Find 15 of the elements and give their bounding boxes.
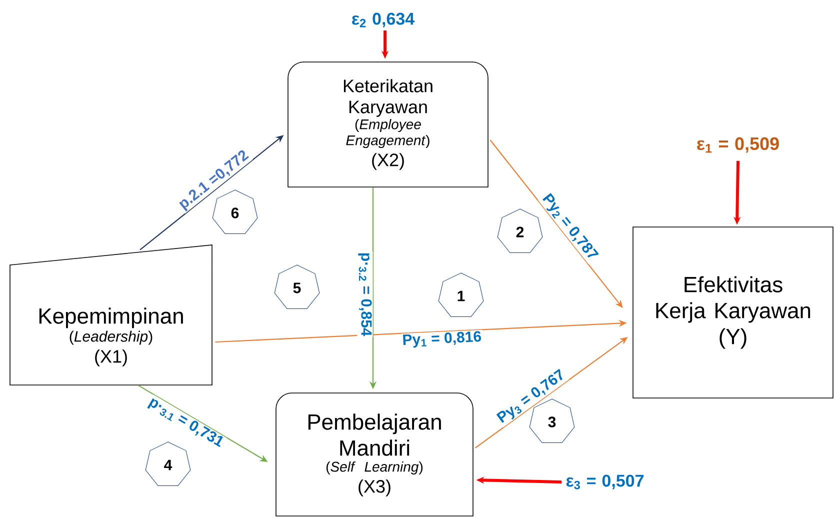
variable-box: Keterikatan Karyawan (Employee Engagement) (X2) — [288, 62, 488, 188]
error-label: ε$_{2}$ 0,634 — [352, 12, 414, 28]
edge-label: Py$_{1}$ = 0,816 — [400, 330, 483, 350]
variable-box: Pembelajaran Mandiri (Self Learning) (X3) — [276, 392, 474, 516]
path-number: 6 — [212, 190, 258, 234]
path-number: 1 — [438, 272, 484, 317]
edge-label: p·$_{3.2}$ = 0,854 — [357, 251, 373, 338]
error-label: ε$_{1}$ = 0,509 — [697, 137, 779, 153]
path-number: 3 — [529, 398, 575, 443]
path-number: 4 — [145, 442, 191, 486]
variable-box: Kepemimpinan (Leadership) (X1) — [10, 244, 212, 386]
path-number: 2 — [497, 208, 543, 254]
error-label: ε$_{3}$ = 0,507 — [566, 474, 644, 490]
variable-box: Efektivitas Kerja Karyawan (Y) — [632, 226, 834, 398]
path-number: 5 — [274, 264, 320, 310]
